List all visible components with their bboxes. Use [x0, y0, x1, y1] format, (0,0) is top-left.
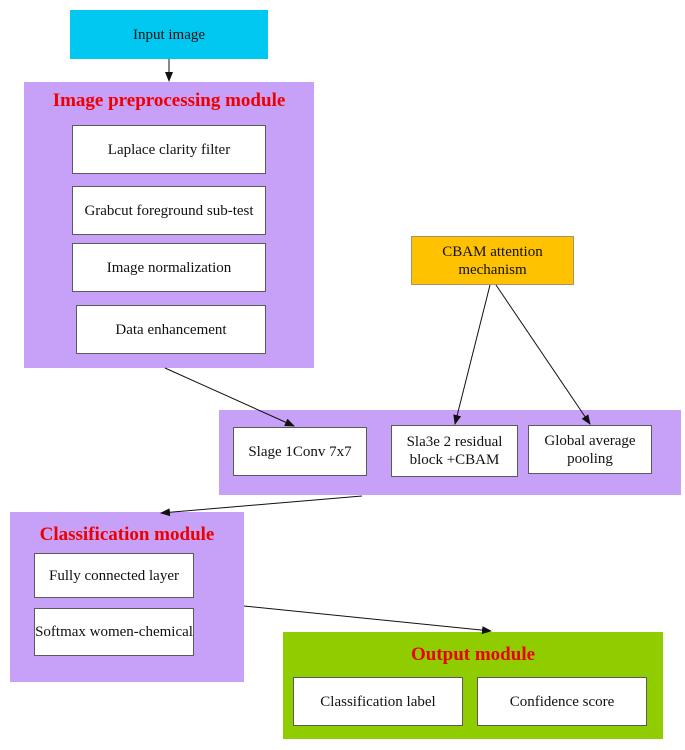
- preprocessing-step-grabcut: Grabcut foreground sub-test: [72, 186, 266, 235]
- input-image-label: Input image: [132, 26, 206, 43]
- cbam-node: CBAM attention mechanism: [411, 236, 574, 285]
- backbone-stage-label: Global average pooling: [544, 432, 636, 467]
- preprocessing-module-title: Image preprocessing module: [52, 90, 286, 111]
- preprocessing-step-enhancement: Data enhancement: [76, 305, 266, 354]
- preprocessing-step-label: Data enhancement: [115, 321, 227, 338]
- preprocessing-step-normalization: Image normalization: [72, 243, 266, 292]
- arrow-classification-to-output: [243, 605, 492, 635]
- preprocessing-step-label: Grabcut foreground sub-test: [84, 202, 254, 219]
- preprocessing-step-label: Image normalization: [106, 259, 232, 276]
- classification-layer-label: Softmax women-chemical: [35, 624, 193, 640]
- backbone-stage-label: Sla3e 2 residual block +CBAM: [406, 434, 503, 468]
- backbone-stage-conv: Slage 1Conv 7x7: [233, 427, 367, 476]
- output-item-confidence: Confidence score: [477, 677, 647, 726]
- cbam-label: CBAM attention mechanism: [442, 243, 543, 278]
- output-item-text: Confidence score: [509, 693, 615, 710]
- classification-module-title: Classification module: [39, 524, 215, 545]
- preprocessing-step-laplace: Laplace clarity filter: [72, 125, 266, 174]
- arrow-backbone-to-classification: [160, 495, 363, 517]
- classification-layer-softmax: Softmax women-chemical: [34, 608, 194, 656]
- arrow-cbam-to-pooling: [495, 284, 591, 425]
- output-module-title: Output module: [410, 644, 536, 665]
- output-item-text: Classification label: [320, 693, 436, 710]
- classification-layer-label: Fully connected layer: [49, 567, 179, 584]
- preprocessing-step-label: Laplace clarity filter: [107, 141, 231, 158]
- output-item-label: Classification label: [293, 677, 463, 726]
- arrow-cbam-to-residual: [453, 284, 491, 425]
- input-image-node: Input image: [70, 10, 268, 59]
- backbone-stage-pooling: Global average pooling: [528, 425, 652, 474]
- arrow-preprocessing-to-backbone: [164, 367, 295, 427]
- backbone-stage-label: Slage 1Conv 7x7: [248, 443, 352, 460]
- backbone-stage-residual: Sla3e 2 residual block +CBAM: [391, 425, 518, 477]
- classification-layer-fc: Fully connected layer: [34, 553, 194, 598]
